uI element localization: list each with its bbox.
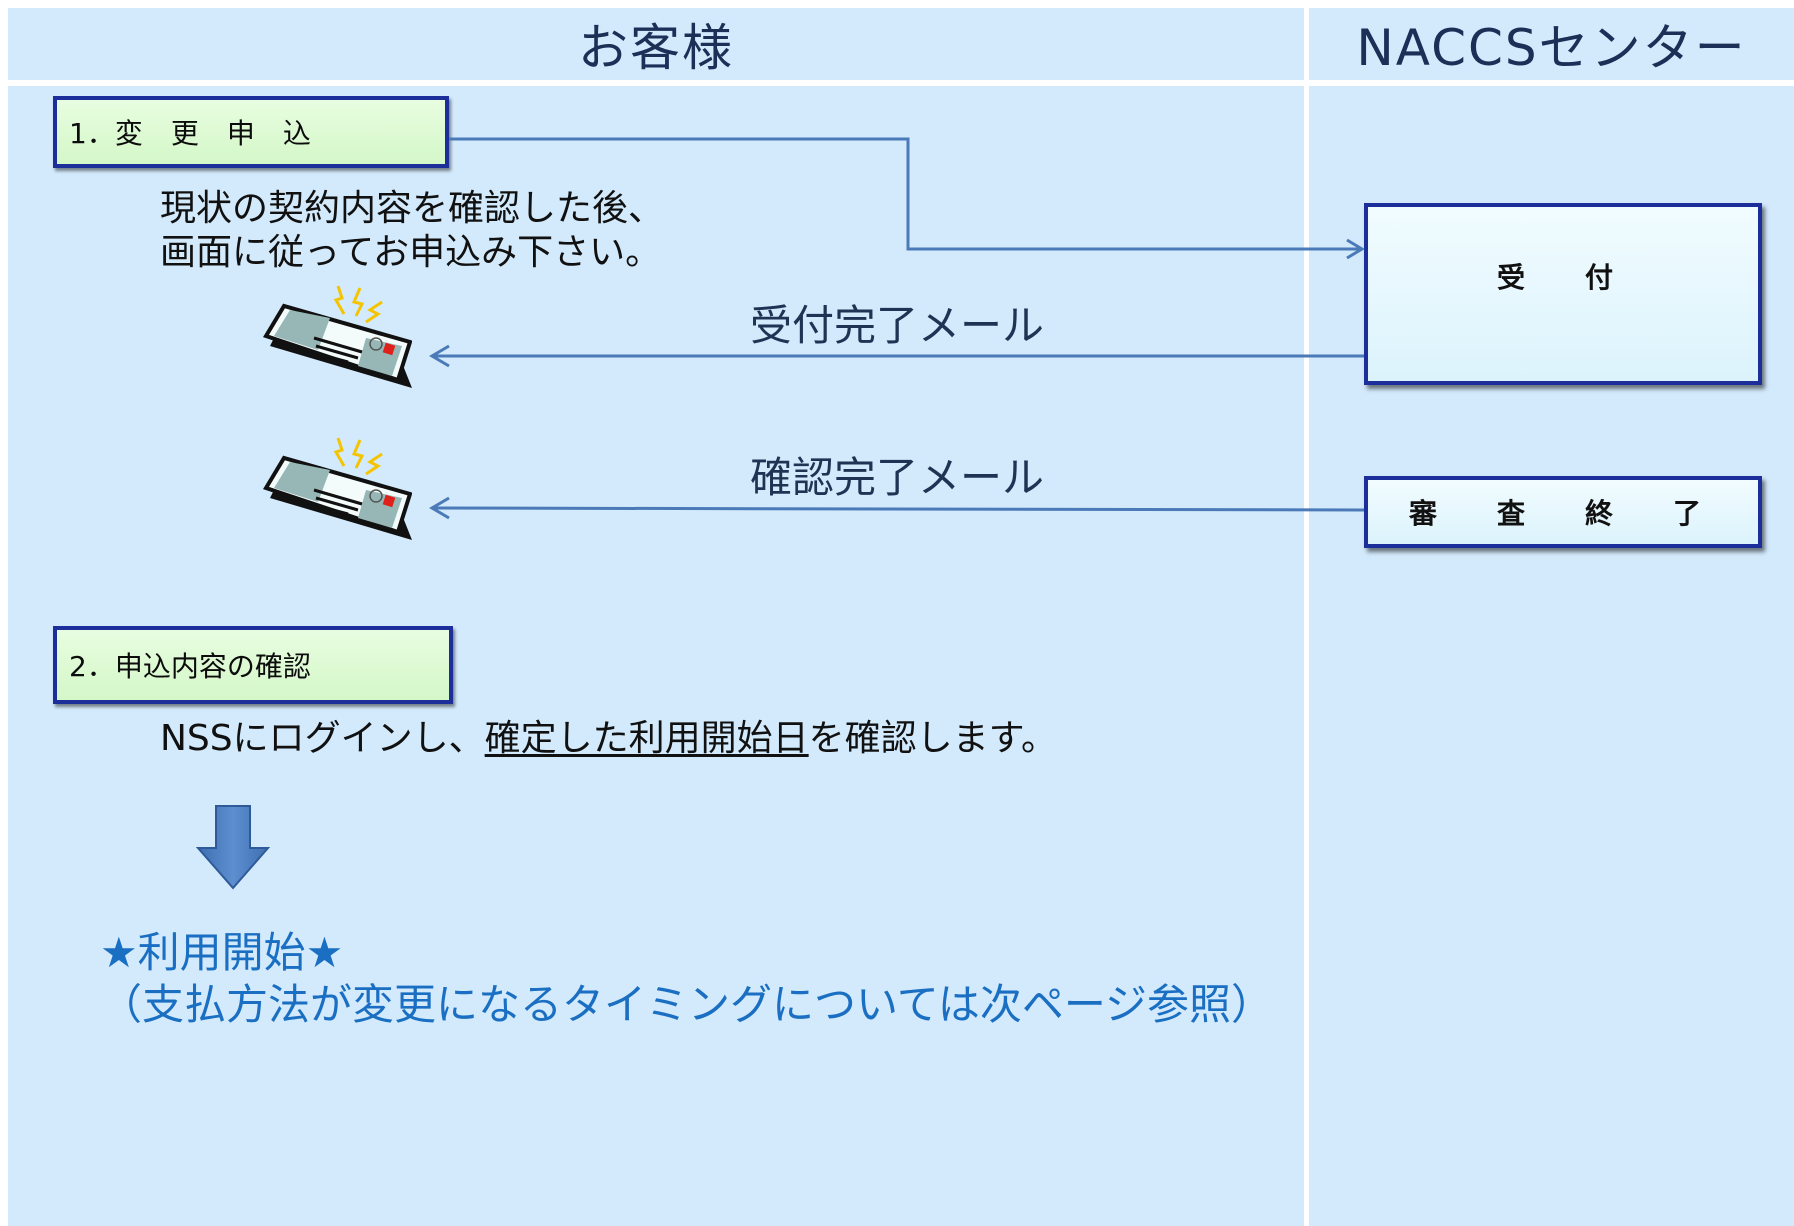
login-text-suffix: を確認します。 — [808, 718, 1058, 759]
reception-box: 受 付 — [1364, 203, 1762, 385]
mail-icon — [263, 285, 412, 388]
login-text-prefix: NSSにログインし、 — [160, 718, 485, 759]
review-end-box: 審 査 終 了 — [1364, 476, 1762, 548]
start-date-text: 確定した利用開始日 — [484, 718, 809, 759]
payment-timing-note: （支払方法が変更になるタイミングについては次ページ参照） — [100, 980, 1274, 1029]
center-lane-header: NACCSセンター — [1309, 8, 1794, 80]
login-instruction: NSSにログインし、確定した利用開始日を確認します。 — [160, 716, 1057, 762]
start-title: ★利用開始★ — [100, 928, 344, 977]
down-arrow-icon — [196, 805, 270, 890]
receipt-mail-label: 受付完了メール — [750, 301, 1045, 350]
customer-lane-header: お客様 — [8, 8, 1304, 80]
confirm-mail-arrow — [431, 506, 1365, 512]
step1-box: 1．変 更 申 込 — [53, 96, 449, 168]
apply-to-reception-arrow — [449, 137, 1362, 251]
instruction-line1: 現状の契約内容を確認した後、 — [160, 188, 665, 229]
step2-box: 2．申込内容の確認 — [53, 626, 453, 704]
confirm-mail-label: 確認完了メール — [750, 453, 1045, 502]
instruction-line2: 画面に従ってお申込み下さい。 — [160, 232, 662, 273]
mail-icon — [263, 437, 412, 540]
